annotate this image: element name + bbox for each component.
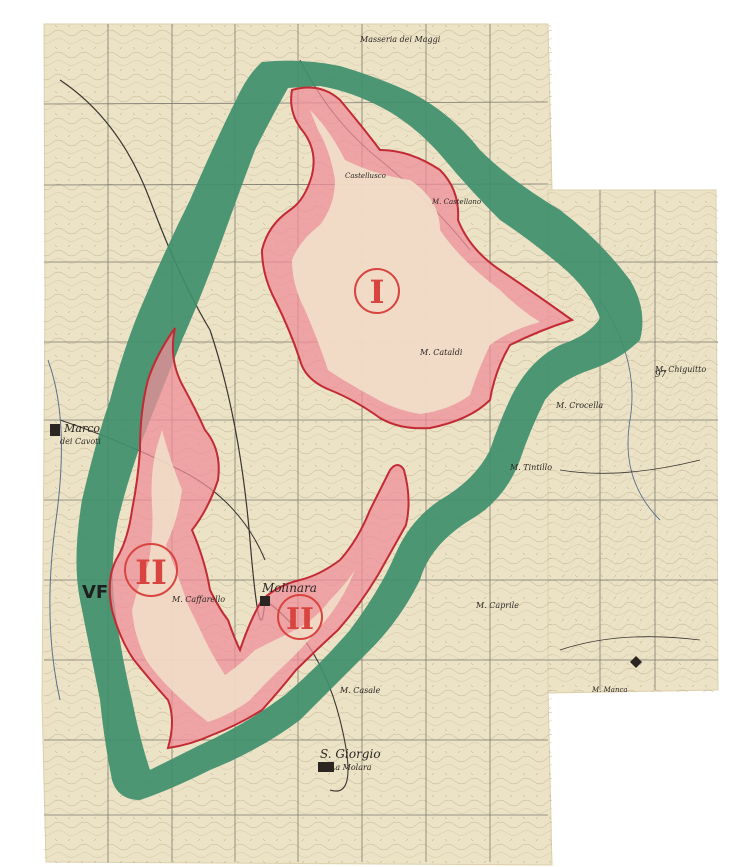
zone-3-label: II	[286, 602, 314, 637]
label-m-casale: M. Casale	[339, 686, 381, 695]
label-m-tintillo: M. Tintillo	[509, 463, 552, 472]
label-sheet-number: 97	[655, 370, 667, 380]
label-molinara: Molinara	[261, 581, 317, 595]
zone-2-inner	[132, 430, 355, 722]
label-m-manenti: M. Manca	[591, 686, 628, 694]
zone-2-label: II	[135, 553, 167, 593]
label-m-crocella: M. Crocella	[555, 401, 603, 410]
label-m-caffariello: M. Caffarello	[171, 595, 225, 604]
zone-3-marker: II	[277, 594, 323, 640]
zone-2-marker: II	[124, 543, 178, 597]
label-m-cucchi: M. Caprile	[475, 601, 519, 610]
zone-1-label: I	[370, 273, 385, 311]
zone-1-marker: I	[354, 268, 400, 314]
label-m-castelmagno: M. Castellano	[431, 198, 481, 206]
label-san-giorgio-sub: La Molara	[329, 763, 372, 772]
town-marks	[50, 424, 642, 772]
label-m-cataldi: M. Cataldi	[419, 348, 463, 357]
label-masseria-moggi: Masseria dei Maggi	[359, 35, 441, 44]
label-san-marco-sub: dei Cavoti	[60, 437, 101, 446]
zone-1-inner	[292, 110, 540, 414]
label-san-giorgio: S. Giorgio	[320, 747, 381, 761]
green-buffer-zone	[76, 60, 643, 800]
big-label: VF	[82, 582, 108, 603]
place-labels: VF Molinara S. Marco dei Cavoti S. Giorg…	[50, 35, 706, 772]
label-m-chiquitto: M. Chiguitto	[654, 365, 706, 374]
label-san-marco: S. Marco	[50, 422, 100, 435]
label-castelluccio: Castellusco	[345, 172, 386, 180]
